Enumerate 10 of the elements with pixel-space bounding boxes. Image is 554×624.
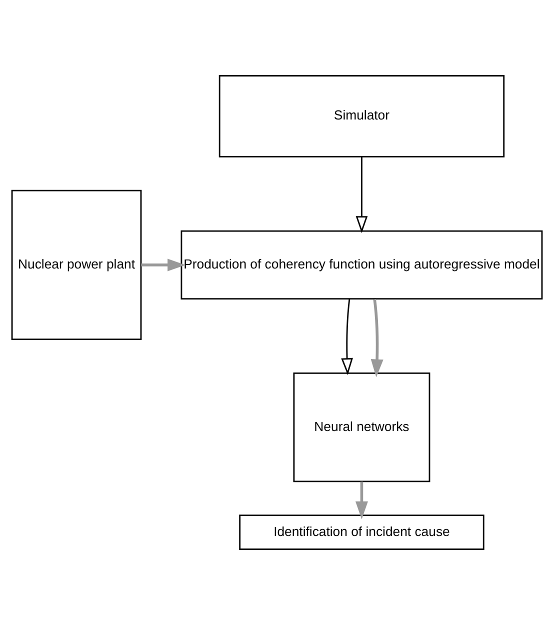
node-box: Nuclear power plant (11, 189, 142, 340)
node-box: Production of coherency function using autoregressive model (180, 230, 543, 300)
node-box: Identification of incident cause (239, 514, 484, 550)
arrow (356, 156, 368, 233)
node-box: Simulator (218, 74, 505, 157)
node-box: Neural networks (293, 372, 430, 482)
arrow (141, 258, 186, 271)
arrow (355, 481, 368, 519)
arrow (370, 298, 384, 377)
arrow (341, 298, 353, 375)
